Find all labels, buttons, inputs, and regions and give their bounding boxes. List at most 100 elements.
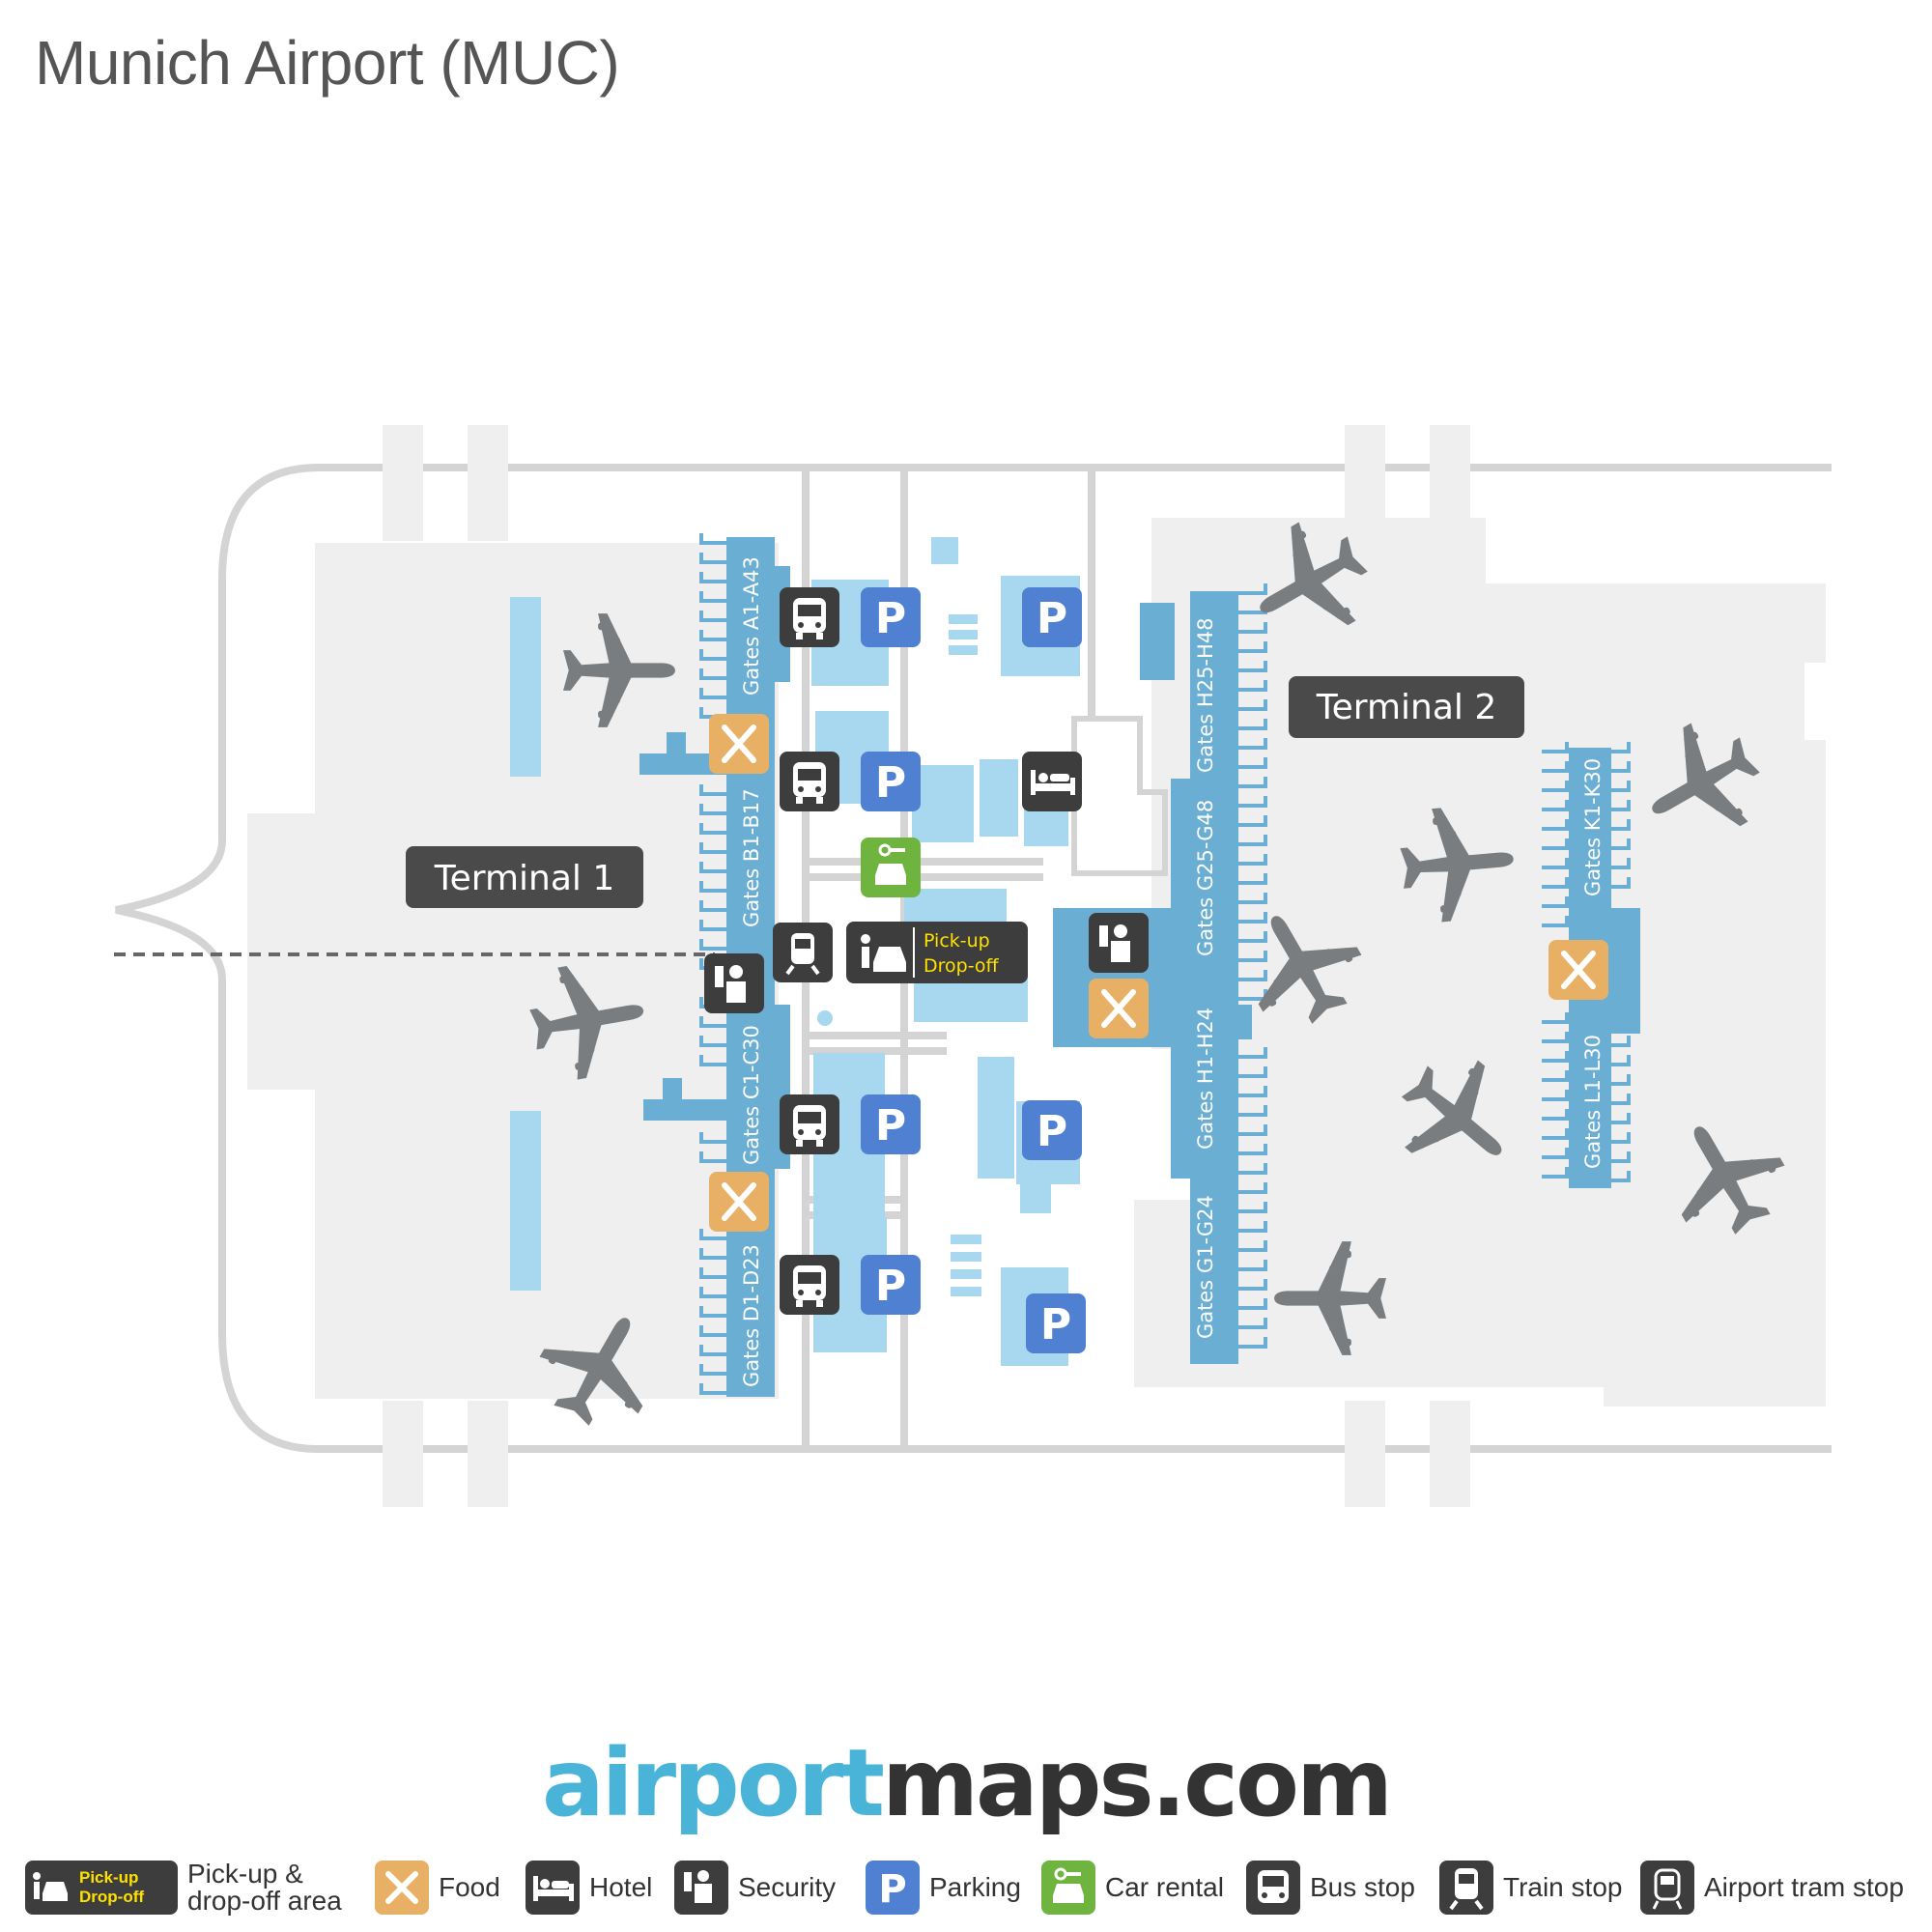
gate-finger-cap (1565, 742, 1569, 753)
gate-finger (1611, 788, 1631, 792)
gate-finger-cap (1627, 742, 1631, 753)
gate-finger-cap (699, 1132, 703, 1144)
gate-finger-cap (1627, 781, 1631, 792)
gate-finger (1542, 866, 1569, 869)
gate-finger (699, 889, 726, 893)
gate-finger-cap (1565, 838, 1569, 850)
terminal-1-label: Terminal 1 (406, 846, 643, 908)
legend-label: Security (738, 1872, 837, 1902)
legend-item-security: Security (674, 1857, 836, 1918)
gate-finger-cap (1565, 1109, 1569, 1121)
parking-icon (861, 752, 921, 811)
terminal-2-building (1053, 583, 1267, 1364)
gate-finger (1542, 1117, 1569, 1121)
gate-finger-cap (699, 804, 703, 815)
gate-finger (699, 831, 726, 835)
gate-finger-cap (699, 630, 703, 641)
food-icon (1548, 940, 1608, 1000)
gate-finger (699, 850, 726, 854)
gate-finger (1542, 769, 1569, 773)
gate-finger (1542, 1039, 1569, 1043)
legend-label: Hotel (589, 1872, 653, 1902)
gate-finger (699, 792, 726, 796)
gate-finger-cap (699, 553, 703, 564)
gate-finger-cap (1264, 1221, 1267, 1233)
legend-item-train-stop: Train stop (1439, 1857, 1622, 1918)
gate-finger-cap (1264, 777, 1267, 788)
gate-finger (1238, 1209, 1267, 1213)
gate-finger (699, 869, 726, 873)
airport-boundary (115, 464, 1832, 1453)
legend-item-hotel: Hotel (526, 1857, 652, 1918)
gate-finger-cap (1627, 1036, 1631, 1047)
gate-finger (1238, 1171, 1267, 1175)
gate-finger (1238, 1190, 1267, 1194)
legend-item-bus-stop: Bus stop (1246, 1857, 1415, 1918)
gate-finger-cap (699, 939, 703, 951)
gate-finger-cap (1264, 893, 1267, 904)
gate-finger (699, 1140, 726, 1144)
gate-finger (1238, 978, 1267, 981)
gate-finger-cap (699, 997, 703, 1009)
bus-stop-icon (780, 1255, 839, 1315)
security-icon (1089, 913, 1149, 973)
bus-stop-icon (780, 1094, 839, 1154)
gate-finger-cap (699, 1383, 703, 1395)
gate-finger (1542, 808, 1569, 811)
gate-finger (1542, 1136, 1569, 1140)
gate-finger-cap (699, 823, 703, 835)
gate-finger-cap (1264, 1047, 1267, 1059)
gate-finger-cap (1627, 800, 1631, 811)
gate-finger (699, 541, 726, 545)
gate-finger-cap (1264, 854, 1267, 866)
gate-finger (1238, 630, 1267, 634)
legend-label: Car rental (1105, 1872, 1224, 1902)
gate-finger (699, 638, 726, 641)
gate-finger-cap (699, 1306, 703, 1318)
page-title: Munich Airport (MUC) (35, 28, 620, 98)
gate-finger-cap (1627, 1171, 1631, 1182)
gates-b-label: Gates B1-B17 (740, 788, 763, 927)
legend-label: Food (439, 1872, 500, 1902)
gate-finger (1542, 750, 1569, 753)
gate-finger-cap (1264, 796, 1267, 808)
gate-finger (1238, 900, 1267, 904)
gate-finger-cap (1264, 719, 1267, 730)
gate-finger (1611, 1121, 1631, 1124)
gate-finger (1611, 1101, 1631, 1105)
gate-finger-cap (699, 1151, 703, 1163)
gate-finger-cap (699, 900, 703, 912)
hotel-icon (1022, 752, 1082, 811)
gate-finger-cap (1264, 738, 1267, 750)
train-stop-icon (1439, 1861, 1493, 1915)
gate-finger (1238, 707, 1267, 711)
gate-finger (1238, 939, 1267, 943)
gate-finger-cap (699, 649, 703, 661)
gate-finger-cap (699, 1287, 703, 1298)
legend-label: Airport tram stop (1704, 1872, 1904, 1902)
gate-finger-cap (1264, 1163, 1267, 1175)
gate-finger-cap (699, 1016, 703, 1028)
gates-g-upper-label: Gates G25-G48 (1194, 800, 1217, 956)
gate-finger (1238, 1345, 1267, 1349)
gate-finger-cap (1264, 1318, 1267, 1329)
train-stop-icon (771, 921, 835, 984)
gate-finger-cap (699, 881, 703, 893)
gate-finger (1238, 688, 1267, 692)
gate-finger-cap (1264, 1086, 1267, 1097)
gate-finger-cap (1264, 970, 1267, 981)
gate-finger (699, 1275, 726, 1279)
legend-label: Train stop (1503, 1872, 1623, 1902)
security-icon (674, 1861, 728, 1915)
gate-finger (1611, 769, 1631, 773)
gate-finger-cap (1264, 1260, 1267, 1271)
gates-h-lower-label: Gates H1-H24 (1194, 1008, 1217, 1150)
gate-finger (1542, 904, 1569, 908)
food-icon (709, 1172, 769, 1232)
gate-finger-cap (1565, 916, 1569, 927)
gate-finger (1611, 1159, 1631, 1163)
gate-finger-cap (1264, 1337, 1267, 1349)
pickup-dropoff-sign: Pick-up Drop-off (846, 922, 1028, 983)
gate-finger (1238, 649, 1267, 653)
